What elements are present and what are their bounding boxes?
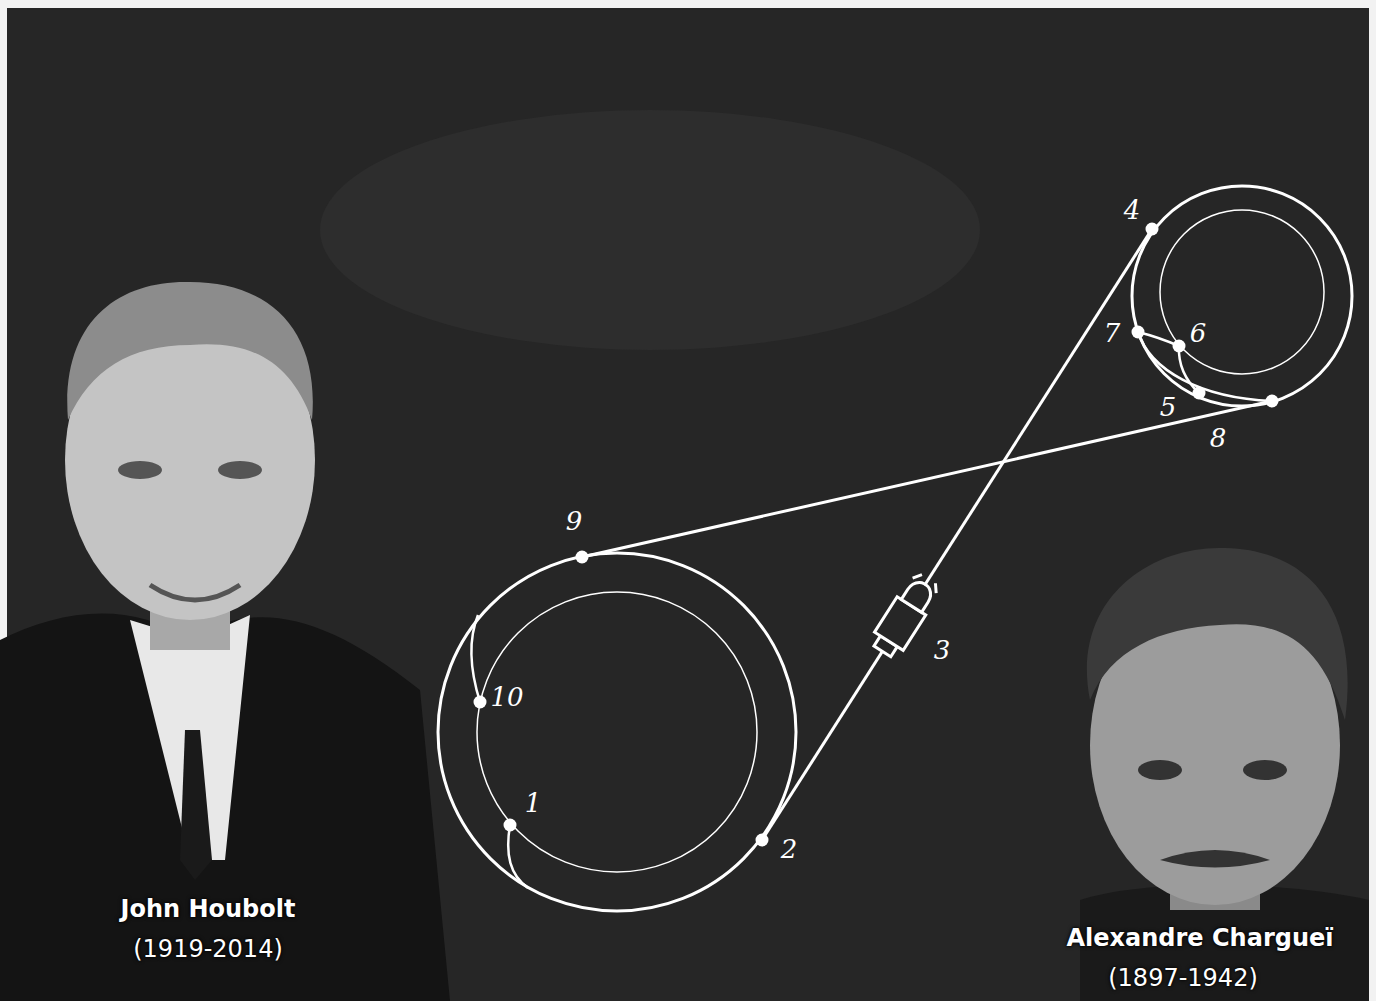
descent-path — [471, 615, 480, 702]
orbit-points — [474, 223, 1279, 847]
ascent-path — [508, 825, 528, 888]
callout-number: 4 — [1124, 197, 1141, 223]
callout-number: 10 — [490, 684, 523, 710]
outbound-trajectory — [762, 229, 1152, 840]
earth-orbit — [438, 553, 796, 911]
moon — [1160, 210, 1324, 374]
portrait-name: Alexandre Chargueï — [1067, 925, 1334, 951]
portrait-dates: (1919-2014) — [133, 936, 283, 962]
callout-number: 5 — [1160, 394, 1177, 420]
portrait-name: John Houbolt — [121, 896, 296, 922]
orbit-diagram — [438, 186, 1352, 911]
callout-number: 1 — [525, 790, 542, 816]
earth — [477, 592, 757, 872]
callout-number: 3 — [934, 637, 951, 663]
portrait-dates: (1897-1942) — [1108, 965, 1258, 991]
moon-orbit — [1132, 186, 1352, 406]
chalkboard — [7, 8, 1369, 1001]
callout-number: 9 — [566, 508, 583, 534]
spacecraft-symbol — [868, 570, 943, 661]
callout-number: 6 — [1190, 320, 1207, 346]
callout-number: 8 — [1210, 425, 1227, 451]
chalk-smudge — [320, 110, 980, 350]
return-trajectory — [582, 401, 1272, 557]
callout-number: 2 — [781, 836, 798, 862]
callout-number: 7 — [1104, 320, 1121, 346]
portrait-houbolt — [0, 282, 450, 1001]
